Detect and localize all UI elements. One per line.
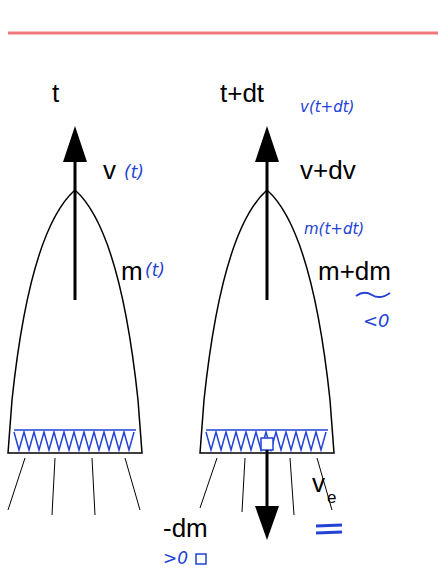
arrow-head	[255, 126, 279, 162]
fuel-scribble	[14, 430, 136, 450]
fuel-stroke	[14, 429, 136, 431]
time-label: t	[52, 80, 59, 106]
mass-element	[196, 554, 206, 564]
exhaust-velocity-symbol: v	[312, 470, 325, 496]
fuel-stroke	[14, 432, 134, 450]
underline-mark	[316, 532, 342, 533]
handwritten-note: (t)	[124, 164, 144, 181]
handwritten-note: <0	[363, 312, 390, 330]
arrow-head	[63, 126, 87, 162]
fuel-stroke	[206, 429, 328, 431]
velocity-arrow	[266, 155, 269, 300]
handwritten-note: (t)	[145, 262, 165, 279]
handwritten-note: >0	[163, 550, 188, 567]
header-rule	[8, 32, 438, 35]
exhaust-lines	[8, 458, 140, 515]
velocity-arrow	[74, 155, 77, 300]
arrow-head	[255, 506, 279, 540]
mass-symbol: m+dm	[318, 258, 391, 284]
velocity-symbol: v	[103, 157, 116, 183]
subscript: e	[327, 489, 336, 506]
exhaust-lines	[200, 458, 332, 515]
exhaust-velocity-arrow	[266, 450, 269, 510]
handwritten-note: m(t+dt)	[304, 222, 364, 237]
underline-squiggle	[356, 293, 390, 297]
velocity-symbol: v+dv	[300, 157, 356, 183]
time-label: t+dt	[220, 80, 264, 106]
handwritten-note: v(t+dt)	[300, 100, 354, 115]
mass-element-label: -dm	[163, 515, 208, 541]
mass-symbol: m	[121, 258, 143, 284]
fuel-stroke	[206, 432, 326, 450]
fuel-scribble	[206, 430, 328, 450]
mass-element	[261, 438, 273, 450]
underline-mark	[316, 525, 342, 526]
